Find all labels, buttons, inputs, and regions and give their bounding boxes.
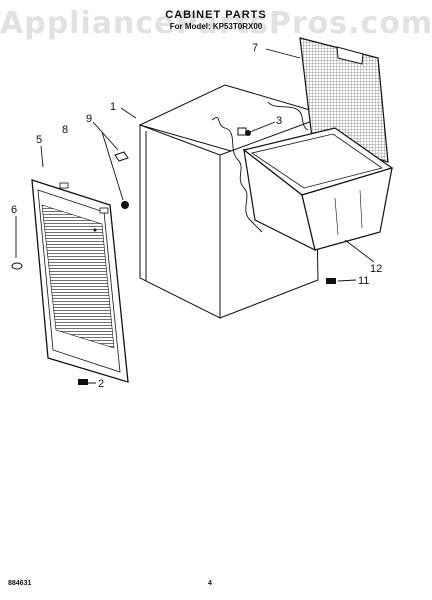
callout-8: 8 (62, 124, 68, 136)
callout-11: 11 (358, 275, 369, 287)
callout-12: 12 (370, 263, 382, 275)
clip-part-9 (114, 151, 129, 162)
page-number: 4 (208, 580, 212, 587)
water-bucket (242, 127, 394, 252)
leader-lines (15, 48, 375, 384)
callout-2: 2 (98, 378, 104, 390)
screw-part-11 (326, 278, 336, 284)
callout-7: 7 (252, 42, 258, 54)
plug-part-6 (11, 262, 23, 270)
callout-6: 6 (11, 204, 17, 216)
diagram-subtitle: For Model: KP53T0RX00 (169, 22, 263, 31)
screw-part-3 (237, 127, 251, 136)
callout-5: 5 (36, 134, 42, 146)
callout-9: 9 (86, 113, 92, 125)
screw-part-8 (121, 201, 129, 209)
screw-part-2 (78, 379, 88, 385)
document-number: 884631 (8, 580, 32, 587)
callout-3: 3 (276, 115, 282, 127)
front-grille-panel (31, 179, 129, 383)
watermark: AppliancePartsPros.com (0, 6, 432, 41)
diagram-title: CABINET PARTS (165, 9, 267, 21)
callout-1: 1 (110, 101, 116, 113)
